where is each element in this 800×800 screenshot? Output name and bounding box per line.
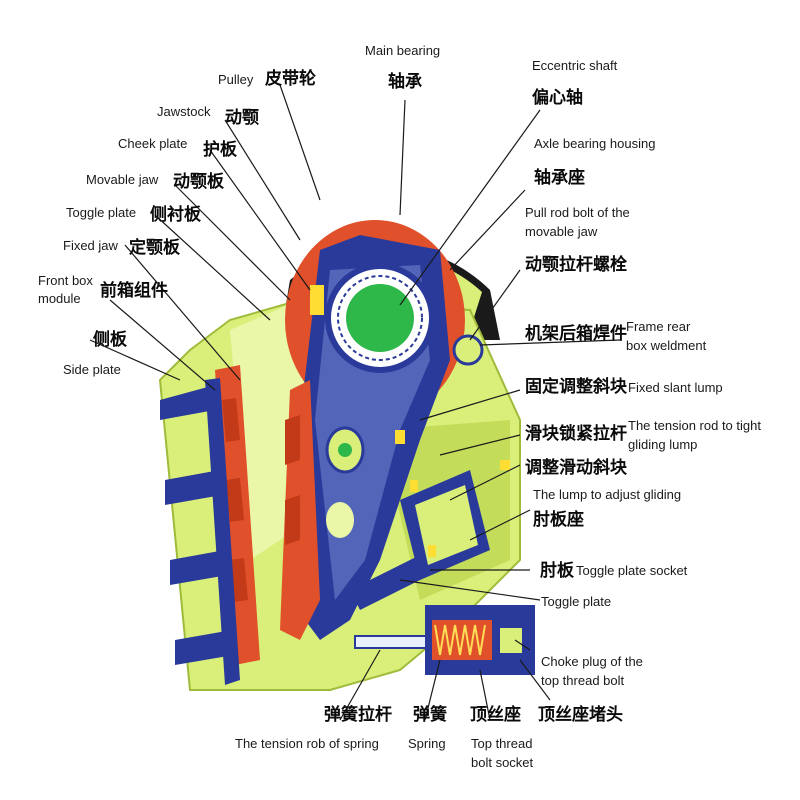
choke-plug-label-en1: Choke plug of the <box>541 654 643 669</box>
pull-rod-label-zh: 动颚拉杆螺栓 <box>525 255 627 275</box>
axle-bearing-label-en: Axle bearing housing <box>534 136 656 151</box>
pins <box>310 285 510 557</box>
fixed-jaw-label-zh: 定颚板 <box>129 238 180 258</box>
axle-bearing-label-zh: 轴承座 <box>534 168 585 188</box>
movable-jaw-label-en: Movable jaw <box>86 172 159 187</box>
toggle-mechanism <box>350 334 490 610</box>
pulley-label-en: Pulley <box>218 72 254 87</box>
main-bearing-label-en: Main bearing <box>365 43 441 58</box>
top-thread-socket-label-en2: bolt socket <box>471 755 534 770</box>
choke-plug-label-zh: 顶丝座堵头 <box>538 705 623 725</box>
main-bearing <box>325 263 435 373</box>
jawstock-label-zh: 动颚 <box>225 108 259 128</box>
tension-rob-spring-label-zh: 弹簧拉杆 <box>324 705 392 725</box>
toggle-seat-label-zh: 肘板座 <box>533 510 584 530</box>
jaw-holes <box>325 426 365 538</box>
toggle-socket-label-zh: 肘板 <box>540 561 574 581</box>
toggle-plate-side-label-zh: 侧衬板 <box>150 205 201 225</box>
movable-jaw-label-zh: 动颚板 <box>173 172 224 192</box>
front-box-label-en2: module <box>38 291 81 306</box>
adjust-gliding-label-en: The lump to adjust gliding <box>533 487 682 502</box>
spring-assembly <box>425 605 535 675</box>
fixed-slant-label-en: Fixed slant lump <box>628 380 723 395</box>
top-thread-socket-label-zh: 顶丝座 <box>470 705 521 725</box>
side-plate-label-en: Side plate <box>63 362 121 377</box>
tension-rod-gliding-label-en1: The tension rod to tight <box>628 418 761 433</box>
front-box-ribs <box>160 378 240 685</box>
fixed-slant-label-zh: 固定调整斜块 <box>525 377 627 397</box>
toggle-plate-side-label-en: Toggle plate <box>66 205 137 220</box>
frame-rear-label-en1: Frame rear <box>626 319 691 334</box>
main-bearing-label-zh: 轴承 <box>388 72 422 92</box>
choke-plug-label-en2: top thread bolt <box>541 673 625 688</box>
fixed-jaw-label-en: Fixed jaw <box>63 238 118 253</box>
tension-rod-gliding-label-zh: 滑块锁紧拉杆 <box>525 424 627 444</box>
spring-label-zh: 弹簧 <box>413 705 447 725</box>
toggle-socket-label-en: Toggle plate socket <box>576 563 688 578</box>
front-box-label-en1: Front box <box>38 273 93 288</box>
side-plate-label-zh: 侧板 <box>93 330 127 350</box>
front-box-label-zh: 前箱组件 <box>100 281 168 301</box>
cheek-plate-label-zh: 护板 <box>203 140 237 160</box>
frame-rear-label-en2: box weldment <box>626 338 707 353</box>
cheek-plate-label-en: Cheek plate <box>118 136 188 151</box>
fixed-jaw-plate <box>215 365 260 665</box>
pulley-label-zh: 皮带轮 <box>265 69 316 89</box>
toggle-plate-label-en: Toggle plate <box>541 594 612 609</box>
pull-rod-label-en1: Pull rod bolt of the <box>525 205 630 220</box>
adjust-gliding-label-zh: 调整滑动斜块 <box>525 458 627 478</box>
movable-jaw-plate <box>280 380 320 640</box>
pull-rod-label-en2: movable jaw <box>525 224 598 239</box>
tension-rod-gliding-label-en2: gliding lump <box>628 437 698 452</box>
eccentric-shaft-label-zh: 偏心轴 <box>532 88 583 108</box>
leader-lines <box>89 84 621 721</box>
top-thread-socket-label-en1: Top thread <box>471 736 533 751</box>
tension-rob-spring-label-en: The tension rob of spring <box>235 736 379 751</box>
jawstock-label-en: Jawstock <box>157 104 211 119</box>
eccentric-shaft-label-en: Eccentric shaft <box>532 58 618 73</box>
frame-rear-label-zh: 机架后箱焊件 <box>525 324 627 344</box>
spring-label-en: Spring <box>408 736 446 751</box>
